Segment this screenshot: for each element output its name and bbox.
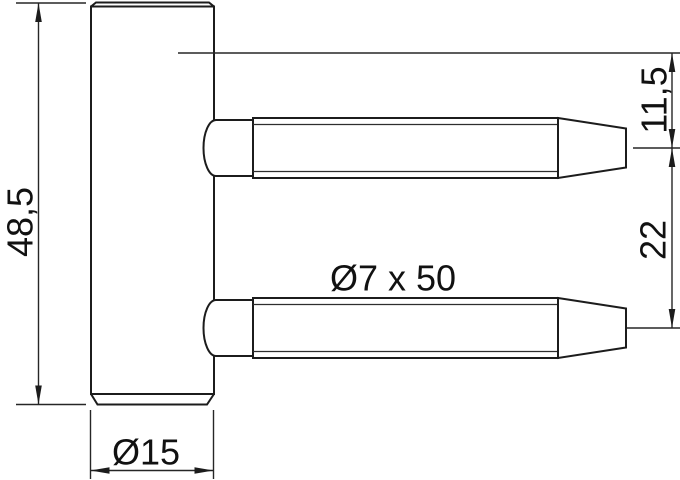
lower-pin-cap [202,299,254,357]
dim-text-body-diameter: Ø15 [112,432,180,473]
dim-text-offset-top: 11,5 [634,66,675,133]
arrowhead-down-icon [35,385,42,405]
label-pin-size: Ø7 x 50 [330,258,456,299]
label-text-pin-size: Ø7 x 50 [330,258,456,299]
dim-text-pin-pitch: 22 [633,220,674,260]
arrowhead-down-icon [668,129,676,148]
upper-pin-cap [202,119,254,177]
dim-text-overall-height: 48,5 [0,187,41,257]
hinge-body-bottom-chamfer [90,393,215,406]
dim-overall-height: 48,5 [0,2,86,406]
hinge-body-top-chamfer [90,1,215,8]
lower-pin [202,296,627,360]
arrowhead-left-icon [90,467,110,474]
arrowhead-up-icon [668,148,676,167]
hinge-body [90,1,215,406]
upper-pin-tip [557,116,627,180]
dim-right-stack: 11,5 22 [178,52,680,329]
dim-body-diameter: Ø15 [89,410,215,479]
arrowhead-down-icon [668,309,676,328]
upper-pin [202,116,627,180]
arrowhead-right-icon [194,467,214,474]
arrowhead-up-icon [35,3,42,22]
lower-pin-tip [557,296,627,360]
arrowhead-up-icon [668,53,676,72]
lower-pin-shaft [252,297,559,359]
upper-pin-shaft [252,117,559,179]
hinge-body-outline [90,5,215,395]
